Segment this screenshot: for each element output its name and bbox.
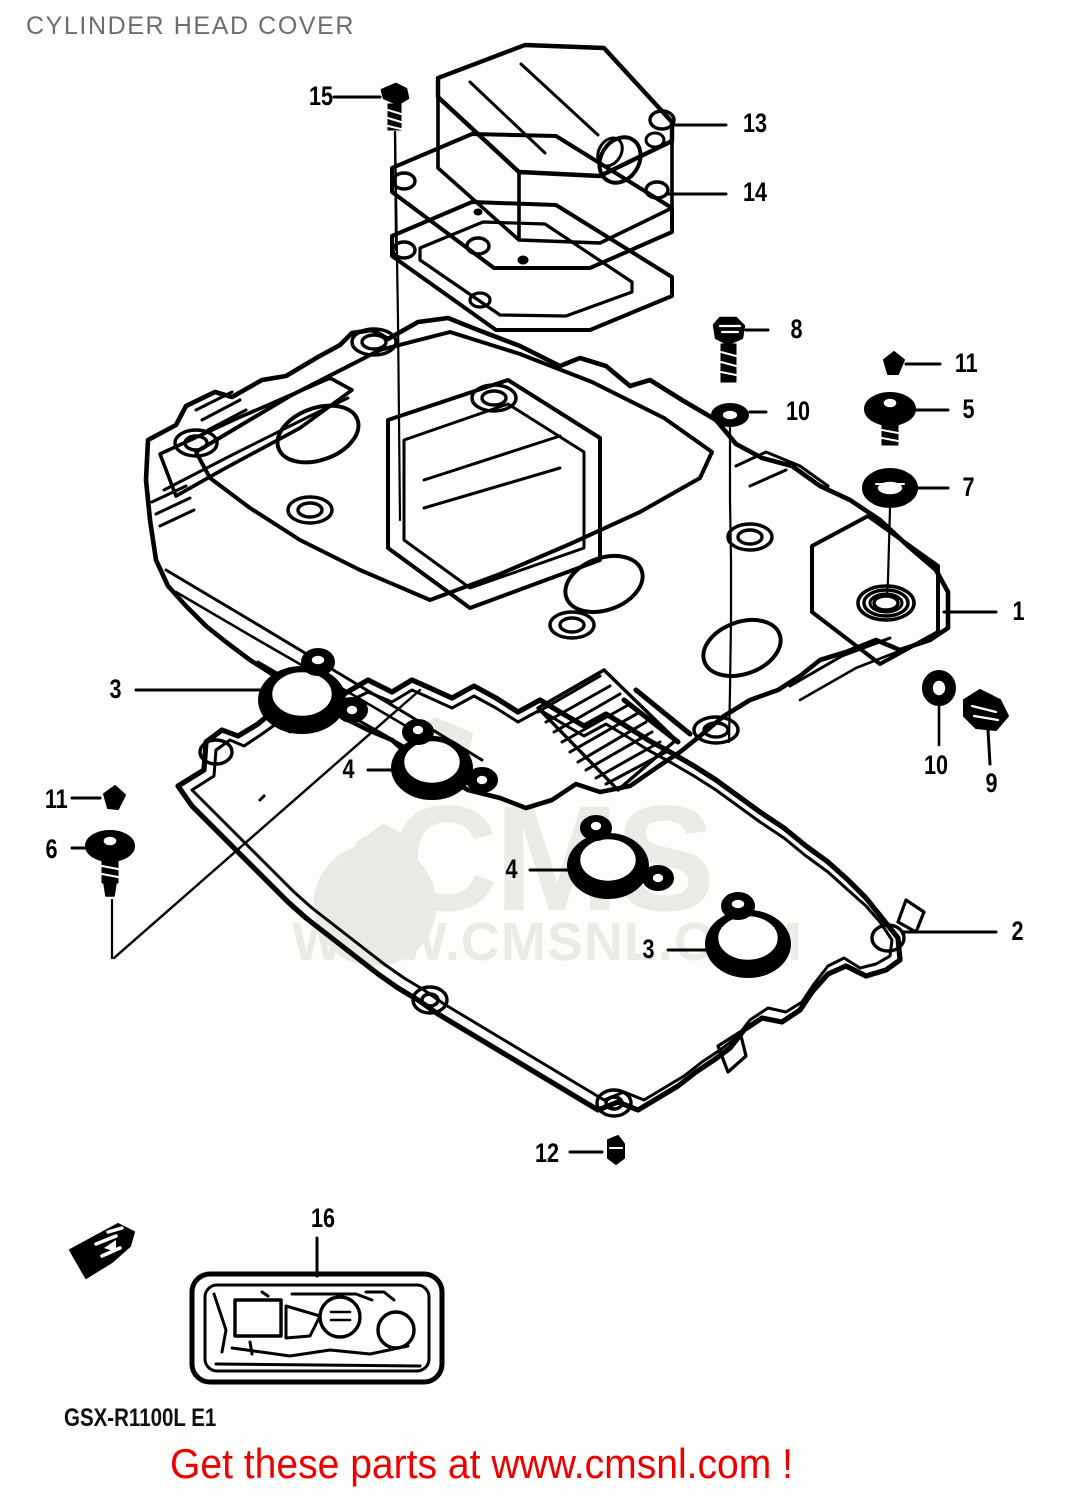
breather-bolt-part [380,82,410,131]
callout-7[interactable]: 7 [962,472,975,502]
cylinder-head-cover-body [143,315,951,811]
plug-seal-4-upper [391,719,498,800]
plug-seal-3-upper [258,648,368,734]
callout-3-lower[interactable]: 3 [642,934,655,964]
callout-11-left[interactable]: 11 [44,784,68,814]
arrow-marker-icon [69,1223,135,1279]
promo-text[interactable]: Get these parts at www.cmsnl.com ! [170,1440,793,1487]
callout-8[interactable]: 8 [790,314,803,344]
callout-13[interactable]: 13 [743,108,768,138]
head-cover-gasket-2 [175,677,926,1118]
screw-5-part [864,392,916,446]
plug-seal-4-lower [567,815,674,899]
callout-2[interactable]: 2 [1011,916,1024,946]
callout-6[interactable]: 6 [45,834,58,864]
washer-10-top-part [711,403,749,427]
breather-fitting-9-part [963,689,1009,766]
washer-10-lower-part [922,670,956,706]
cover-bolt-8-part [712,316,746,383]
model-code: GSX-R1100L E1 [64,1404,217,1432]
page-title: CYLINDER HEAD COVER [26,12,356,40]
seal-washer-11-right-part [883,351,905,375]
callout-9[interactable]: 9 [985,768,998,798]
seal-washer-11-left-part [103,785,126,810]
callout-1[interactable]: 1 [1012,596,1025,626]
callout-16[interactable]: 16 [311,1203,336,1233]
screw-6-part [85,830,135,897]
callout-4-upper[interactable]: 4 [342,754,355,784]
callout-11-right[interactable]: 11 [954,348,978,378]
callout-4-lower[interactable]: 4 [505,854,518,884]
plug-seal-3-lower [705,892,791,978]
grommet-7-part [862,468,918,508]
callout-15[interactable]: 15 [309,81,334,111]
callout-12[interactable]: 12 [535,1138,560,1168]
callout-10-lower[interactable]: 10 [924,750,949,780]
breather-cover-assembly [390,42,676,332]
caution-label-plate-16 [189,1271,445,1385]
callout-3-upper[interactable]: 3 [109,674,122,704]
dowel-pin-12-part [607,1135,625,1165]
callout-5[interactable]: 5 [962,394,975,424]
callout-10-top[interactable]: 10 [786,396,811,426]
callout-14[interactable]: 14 [743,177,768,207]
